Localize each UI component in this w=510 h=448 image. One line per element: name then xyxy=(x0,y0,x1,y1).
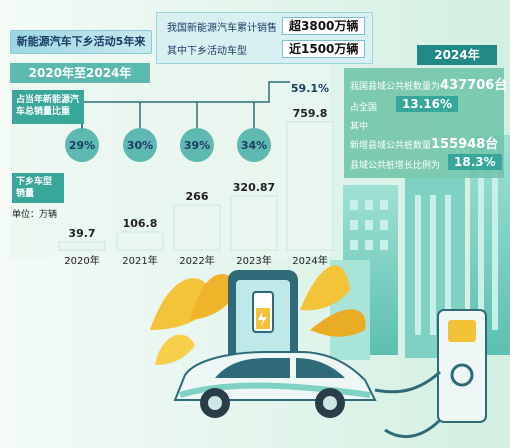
stats-year-badge: 2024年 xyxy=(417,45,497,65)
stats-panel: 我国县域公共桩数量为437706台 占全国 13.16% 其中 新增县域公共桩数… xyxy=(344,68,508,178)
year-tick-label: 2021年 xyxy=(122,254,157,267)
summary-box: 我国新能源汽车累计销售 超3800万辆 其中下乡活动车型 近1500万辆 xyxy=(156,12,373,64)
ratio-value-label: 59.1% xyxy=(291,82,329,95)
ratio-circle xyxy=(123,128,157,162)
page-title: 新能源汽车下乡活动5年来 xyxy=(10,30,152,54)
share-value: 13.16% xyxy=(396,96,458,112)
car-graphic xyxy=(173,351,377,418)
ratio-value-label: 30% xyxy=(127,139,153,152)
year-tick-label: 2024年 xyxy=(292,254,327,267)
ratio-series-label: 占当年新能源汽车总销量比重 xyxy=(12,90,84,124)
ratio-value-label: 29% xyxy=(69,139,95,152)
sales-bar xyxy=(230,195,278,251)
summary-rural-label: 其中下乡活动车型 xyxy=(167,46,247,57)
period-banner: 2020年至2024年 xyxy=(10,63,150,83)
public-chargers-stat: 我国县域公共桩数量为437706台 xyxy=(350,78,508,93)
share-label: 占全国 xyxy=(350,103,378,113)
charger-graphic xyxy=(374,309,487,439)
new-chargers-stat: 新增县域公共桩数量155948台 xyxy=(350,137,499,152)
sales-value-label: 39.7 xyxy=(68,227,95,240)
sales-value-label: 266 xyxy=(186,190,209,203)
year-tick-label: 2023年 xyxy=(236,254,271,267)
year-tick-label: 2020年 xyxy=(64,254,99,267)
ratio-value-label: 39% xyxy=(184,139,210,152)
sales-bar xyxy=(286,121,334,251)
sales-bar xyxy=(116,231,164,251)
growth-value: 18.3% xyxy=(448,154,502,170)
ratio-connector-line xyxy=(81,81,290,132)
ratio-value-label: 34% xyxy=(241,139,267,152)
sales-bar xyxy=(58,241,106,251)
sales-bar xyxy=(173,204,221,251)
sales-series-label: 下乡车型销量 xyxy=(12,173,64,203)
ratio-circle xyxy=(65,128,99,162)
ratio-circle xyxy=(180,128,214,162)
sales-value-label: 320.87 xyxy=(233,181,275,194)
sales-value-label: 759.8 xyxy=(293,107,328,120)
unit-label: 单位：万辆 xyxy=(12,210,58,220)
ratio-circle xyxy=(237,128,271,162)
summary-total-value: 超3800万辆 xyxy=(282,17,366,35)
sales-value-label: 106.8 xyxy=(123,217,158,230)
summary-total-label: 我国新能源汽车累计销售 xyxy=(167,23,277,34)
growth-label: 县域公共桩增长比例为 xyxy=(350,161,441,171)
summary-rural-value: 近1500万辆 xyxy=(282,40,366,58)
year-tick-label: 2022年 xyxy=(179,254,214,267)
among-label: 其中 xyxy=(350,122,369,132)
phone-graphic xyxy=(228,270,298,365)
leaves-graphic xyxy=(150,265,366,365)
